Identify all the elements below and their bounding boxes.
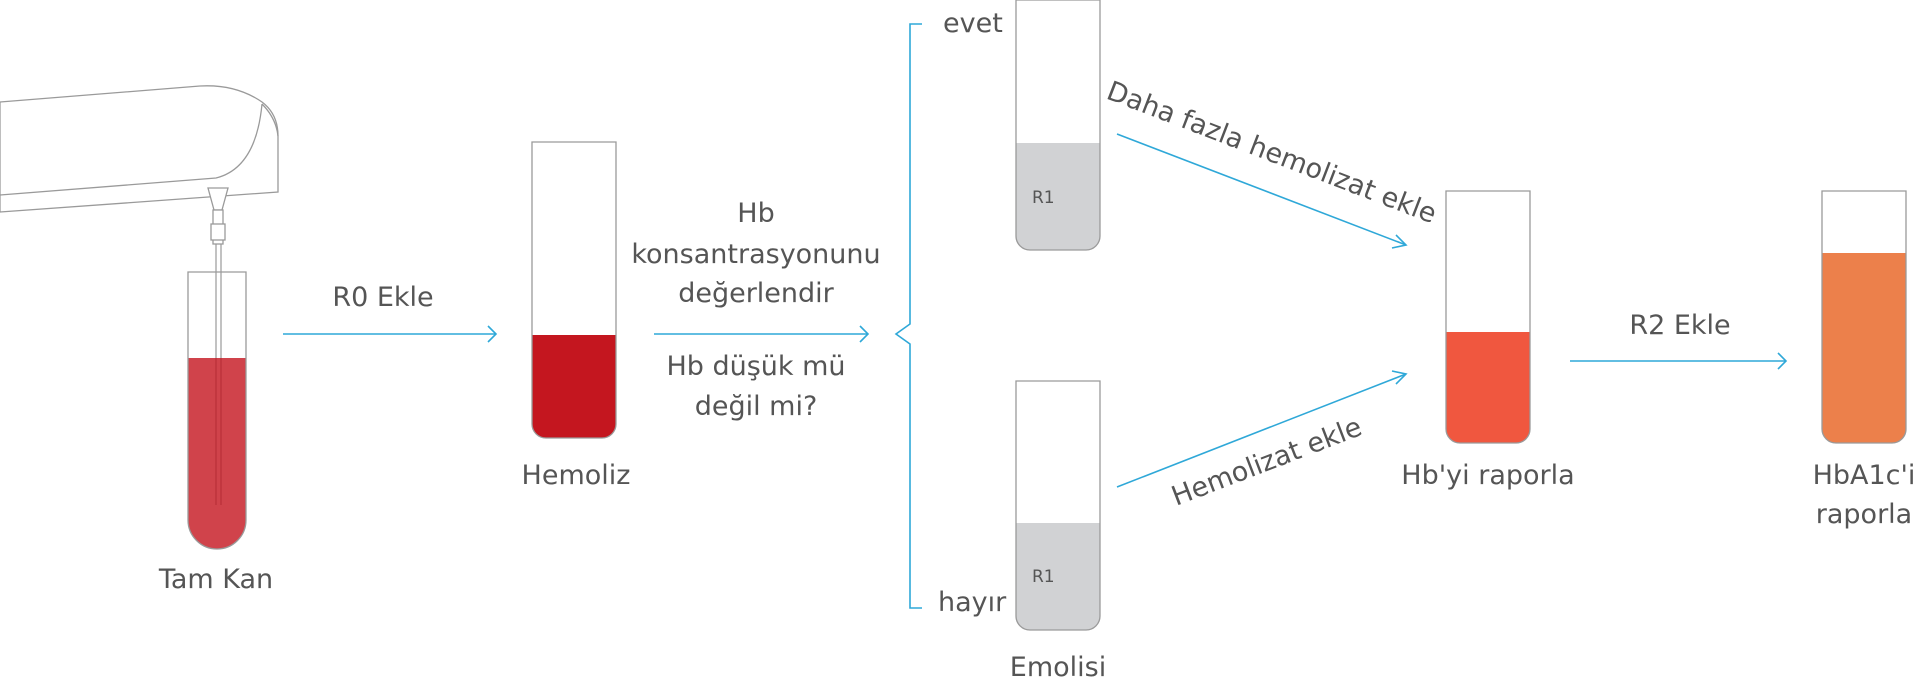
- r1-tube-no: [1015, 380, 1101, 631]
- hb-low-question-line2: değil mi?: [695, 391, 818, 422]
- arrow-add-r2: [1570, 352, 1788, 370]
- arrow-add-more-hemolysate: [1116, 133, 1408, 249]
- arrow-evaluate: [654, 325, 870, 343]
- arrow-add-hemolysate: [1116, 370, 1408, 488]
- hb-report-tube: [1445, 190, 1531, 444]
- add-hemolysate-label: Hemolizat ekle: [1167, 412, 1366, 513]
- decision-bracket: [894, 23, 922, 609]
- no-label: hayır: [938, 587, 1007, 618]
- hba1c-tube: [1821, 190, 1907, 444]
- yes-label: evet: [943, 8, 1003, 39]
- hb-low-question-line1: Hb düşük mü: [666, 351, 845, 382]
- r1-label-yes: R1: [1032, 188, 1055, 208]
- hb-report-liquid: [1446, 332, 1530, 443]
- hemolysis-tube: [531, 141, 617, 439]
- r1-liquid-yes: [1016, 143, 1100, 250]
- report-hb-label: Hb'yi raporla: [1401, 460, 1574, 491]
- evaluate-hb-line2: konsantrasyonunu: [631, 239, 880, 270]
- report-hba1c-line2: raporla: [1816, 499, 1912, 530]
- r1-tube-yes: [1015, 0, 1101, 251]
- hemolysis-liquid: [532, 335, 616, 438]
- add-r2-label: R2 Ekle: [1629, 310, 1730, 341]
- hemolysate-caption: Emolisi: [1010, 652, 1106, 683]
- hemolysis-label: Hemoliz: [522, 460, 631, 491]
- report-hba1c-line1: HbA1c'i: [1813, 460, 1916, 491]
- analyzer-probe-arm: [0, 85, 279, 245]
- evaluate-hb-line1: Hb: [737, 198, 774, 229]
- add-more-hemolysate-label: Daha fazla hemolizat ekle: [1102, 76, 1440, 230]
- r1-label-no: R1: [1032, 567, 1055, 587]
- r1-liquid-no: [1016, 523, 1100, 630]
- whole-blood-tube: [187, 271, 247, 550]
- hba1c-liquid: [1822, 253, 1906, 443]
- evaluate-hb-line3: değerlendir: [678, 278, 834, 309]
- whole-blood-liquid: [188, 358, 246, 549]
- arrow-add-r0: [283, 325, 498, 343]
- whole-blood-label: Tam Kan: [158, 564, 273, 595]
- add-r0-label: R0 Ekle: [332, 282, 433, 313]
